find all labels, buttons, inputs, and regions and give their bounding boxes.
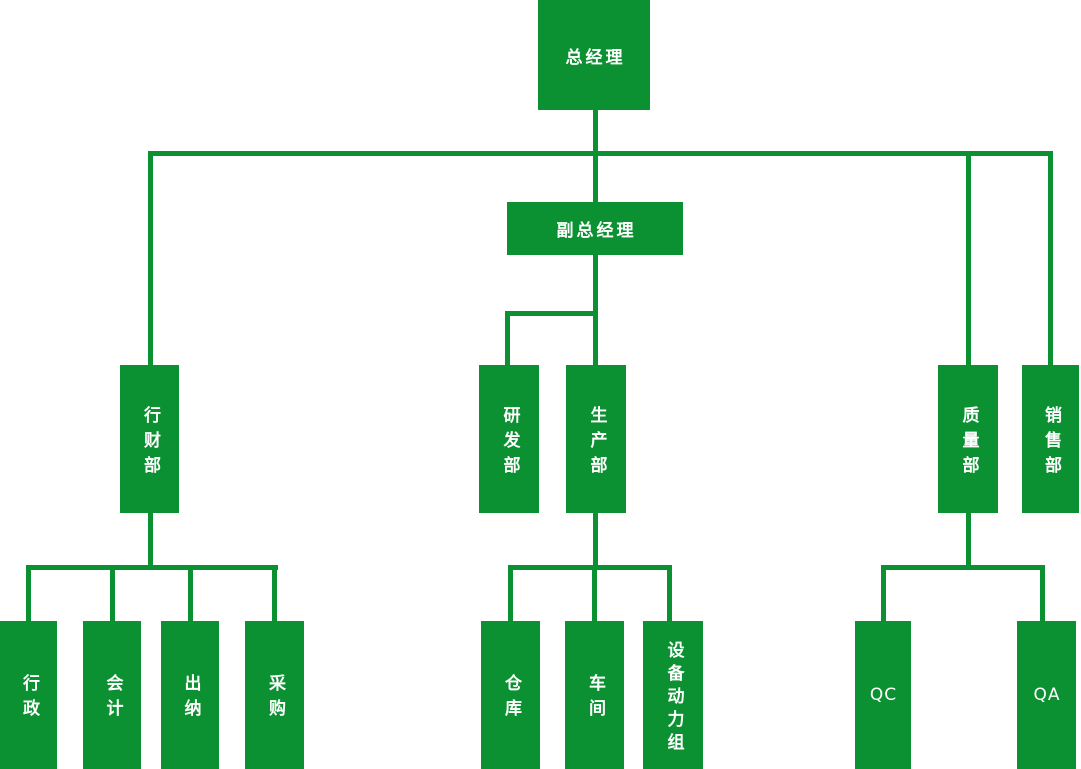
node-label: QC <box>869 685 898 705</box>
node-general-manager: 总经理 <box>538 0 650 110</box>
node-equipment-power-group: 设备动力组 <box>643 621 703 769</box>
node-label: 会计 <box>102 674 123 724</box>
connector-admin-finance-down <box>148 513 153 568</box>
connector-to-sales <box>1048 151 1053 365</box>
node-sales-dept: 销售部 <box>1022 365 1079 513</box>
connector-to-cashier <box>188 565 193 621</box>
node-rnd-dept: 研发部 <box>479 365 539 513</box>
node-label: 研发部 <box>499 405 520 481</box>
node-label: 采购 <box>265 674 285 724</box>
node-label: 副总经理 <box>556 221 637 241</box>
node-label: 质量部 <box>958 405 979 481</box>
connector-to-warehouse <box>508 565 513 621</box>
connector-to-qa <box>1040 565 1045 621</box>
node-label: 出纳 <box>180 674 201 724</box>
node-label: 生产部 <box>586 405 607 481</box>
node-admin-finance-dept: 行财部 <box>120 365 179 513</box>
connector-to-admin <box>26 565 31 621</box>
node-quality-dept: 质量部 <box>938 365 998 513</box>
connector-production-down <box>593 513 598 568</box>
node-production-dept: 生产部 <box>566 365 626 513</box>
connector-to-purchasing <box>272 565 277 621</box>
node-label: 行财部 <box>140 405 160 481</box>
connector-to-rnd <box>505 311 510 365</box>
connector-admin-finance-horizontal <box>26 565 278 570</box>
node-purchasing: 采购 <box>245 621 304 769</box>
connector-production-horizontal <box>508 565 672 570</box>
node-label: 行政 <box>19 674 39 724</box>
node-workshop: 车间 <box>565 621 624 769</box>
connector-to-accounting <box>110 565 115 621</box>
connector-ceo-down <box>593 110 598 203</box>
node-label: 销售部 <box>1041 405 1061 481</box>
node-qc: QC <box>855 621 911 769</box>
node-admin: 行政 <box>0 621 57 769</box>
node-accounting: 会计 <box>83 621 141 769</box>
node-warehouse: 仓库 <box>481 621 540 769</box>
node-deputy-general-manager: 副总经理 <box>507 202 683 255</box>
connector-quality-down <box>966 513 971 568</box>
node-label: QA <box>1033 685 1061 705</box>
node-label: 车间 <box>585 674 605 724</box>
node-label: 设备动力组 <box>663 640 684 756</box>
node-label: 仓库 <box>501 674 521 724</box>
node-cashier: 出纳 <box>161 621 219 769</box>
connector-to-admin-finance <box>148 151 153 365</box>
connector-to-workshop <box>592 565 597 621</box>
connector-to-qc <box>881 565 886 621</box>
node-qa: QA <box>1017 621 1076 769</box>
connector-deputy-branch-horizontal <box>505 311 598 316</box>
connector-deputy-down <box>593 255 598 365</box>
connector-to-equipment-power <box>667 565 672 621</box>
connector-quality-horizontal <box>881 565 1045 570</box>
connector-to-quality <box>966 151 971 365</box>
node-label: 总经理 <box>565 47 626 68</box>
connector-level1-horizontal <box>148 151 1053 156</box>
